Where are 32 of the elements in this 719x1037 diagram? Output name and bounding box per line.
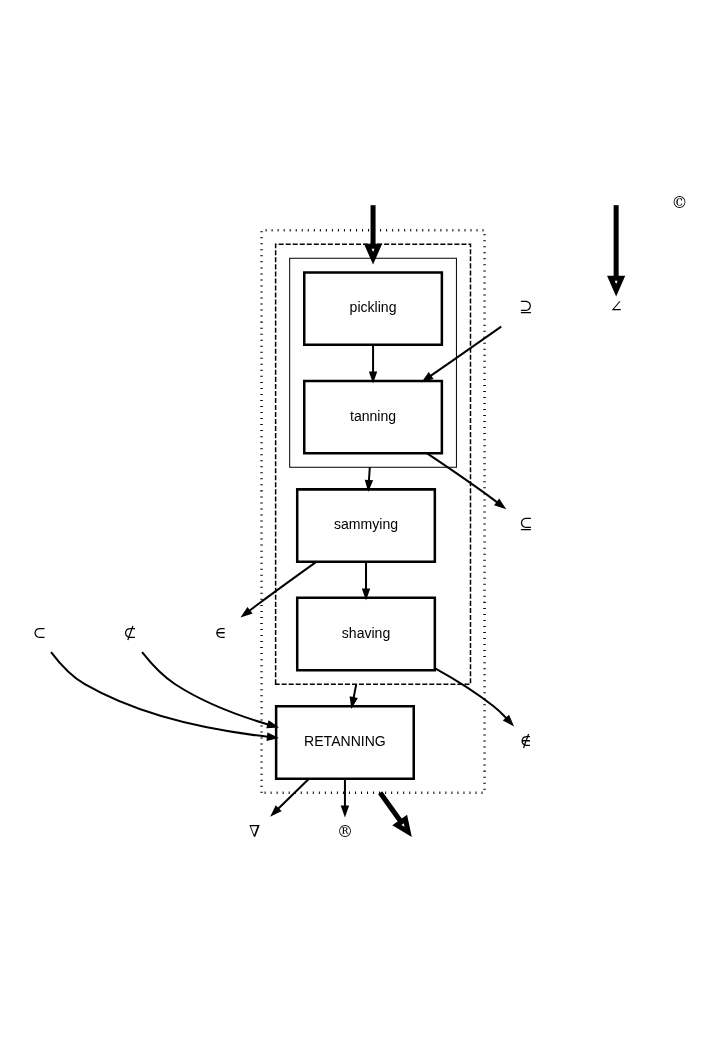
arrow <box>240 561 317 618</box>
node-text: ⊂ <box>32 622 47 642</box>
node-text: ® <box>336 821 353 841</box>
arrow <box>607 205 626 297</box>
node-text: ∠ <box>609 297 623 317</box>
arrow <box>50 651 279 741</box>
node-box: pickling <box>303 271 444 346</box>
node-text: ⊄ <box>123 622 137 642</box>
arrow <box>364 467 374 493</box>
arrow <box>426 452 507 510</box>
arrow <box>340 778 350 818</box>
arrow <box>434 667 515 727</box>
arrow <box>361 561 371 601</box>
arrow <box>270 777 310 817</box>
node-box: RETANNING <box>274 705 415 780</box>
cluster <box>289 257 457 468</box>
arrow <box>368 344 378 384</box>
arrow <box>363 205 383 265</box>
node-text: ∇ <box>248 821 261 841</box>
node-text: ⊇ <box>519 297 533 317</box>
node-box: sammying <box>295 488 437 563</box>
label: © <box>671 192 688 212</box>
node-text: ∈ <box>214 622 227 642</box>
node-text: ∉ <box>519 731 532 751</box>
arrow <box>378 791 412 837</box>
node-box: shaving <box>295 596 437 672</box>
arrow <box>349 684 358 709</box>
arrow <box>141 651 280 729</box>
node-box: tanning <box>303 379 444 455</box>
arrow <box>421 325 502 383</box>
cluster <box>260 228 486 794</box>
node-text: ⊆ <box>519 514 533 534</box>
